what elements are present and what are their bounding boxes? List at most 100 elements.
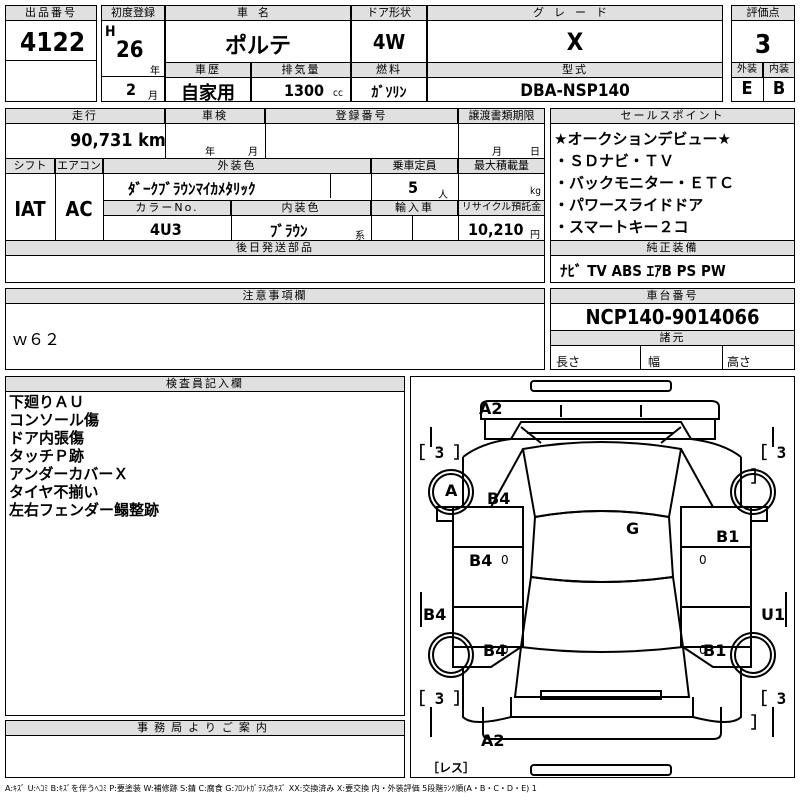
sales-label: セールスポイント: [550, 108, 795, 124]
inspector-note: タッチＰ跡: [9, 447, 85, 465]
displacement-value: 1300: [284, 81, 325, 100]
score-label: 評価点: [731, 5, 795, 21]
office-label: 事務局よりご案内: [5, 720, 405, 736]
car-diagram: A2 ［ 3 ］ ［ 3 ］ A B4 G B1 B4 B4 U1 B4 B1 …: [409, 376, 795, 778]
inspection-month-unit: 月: [248, 147, 258, 158]
mark-left-fender: B4: [487, 489, 511, 508]
inspector-note: アンダーカバーＸ: [9, 465, 129, 483]
legend: A:ｷｽﾞ U:ﾍｺﾐ B:ｷｽﾞを伴うﾍｺﾐ P:要塗装 W:補修跡 S:錆 …: [5, 784, 537, 793]
height-label: 高さ: [727, 355, 752, 369]
era: H: [105, 24, 116, 40]
grade-value: X: [566, 28, 584, 56]
sales-item: ★オークションデビュー★: [554, 130, 731, 148]
first-reg-box: [101, 5, 165, 102]
inspector-note: 左右フェンダー鳎整跡: [9, 501, 160, 519]
color-no-label: カラーNo.: [103, 200, 231, 216]
mark-zero-right: 0: [699, 553, 707, 567]
sales-item: ・スマートキー２コ: [554, 218, 689, 236]
mark-tire-rr: ［ 3 ］: [751, 689, 787, 732]
inspector-note: タイヤ不揃い: [9, 483, 99, 501]
exterior-label: 外装: [731, 62, 763, 78]
inspection-label: 車検: [165, 108, 265, 124]
inspector-note: 下廻りＡＵ: [9, 393, 85, 411]
inspector-note: ドア内張傷: [9, 429, 85, 447]
exterior-grade: E: [741, 78, 753, 99]
equipment-label: 純正装備: [550, 240, 795, 256]
specs-label: 諸元: [550, 330, 795, 346]
mark-rear-label: ［レス］: [427, 761, 476, 775]
mark-roof: G: [626, 519, 640, 538]
ext-color-label: 外装色: [103, 158, 371, 174]
recycle-unit: 円: [530, 230, 540, 241]
mark-wheel-fl: A: [445, 481, 458, 500]
recycle-value: 10,210: [468, 220, 524, 239]
int-color-value: ﾌﾞﾗｳﾝ: [270, 222, 308, 240]
equipment-value: ﾅﾋﾞ TV ABS ｴｱB PS PW: [560, 262, 726, 280]
history-value: 自家用: [181, 83, 235, 104]
reg-month: 2: [126, 80, 137, 99]
sales-item: ・パワースライドドア: [554, 196, 704, 214]
int-color-label: 内装色: [231, 200, 371, 216]
max-load-unit: kg: [530, 186, 541, 197]
mark-right-front: B1: [716, 527, 740, 546]
mark-left-front-door: B4: [469, 551, 493, 570]
width-label: 幅: [648, 355, 661, 369]
mark-rear-bumper: A2: [481, 731, 505, 750]
door-label: ドア形状: [351, 5, 427, 21]
transfer-label: 譲渡書類期限: [458, 108, 545, 124]
recycle-label: リサイクル預託金: [458, 200, 545, 216]
later-parts-label: 後日発送部品: [5, 240, 545, 256]
mark-tire-rl: ［ 3 ］: [409, 689, 470, 708]
door-type: 4W: [372, 30, 406, 54]
capacity-label: 乗車定員: [371, 158, 458, 174]
max-load-label: 最大積載量: [458, 158, 545, 174]
year-unit: 年: [150, 66, 160, 77]
mark-left-rear: B4: [483, 641, 507, 660]
import-label: 輸入車: [371, 200, 458, 216]
color-no-value: 4U3: [150, 220, 182, 239]
ext-color-value: ﾀﾞｰｸﾌﾞﾗｳﾝﾏｲｶﾒﾀﾘｯｸ: [128, 180, 256, 198]
sales-item: ・バックモニター・ＥＴＣ: [554, 174, 735, 192]
mileage-label: 走行: [5, 108, 165, 124]
car-outline: [420, 380, 787, 776]
mark-tire-fr: ［ 3 ］: [751, 443, 787, 486]
history-label: 車歴: [165, 62, 251, 78]
month-unit: 月: [148, 91, 158, 102]
mark-zero-left-rear: 0: [501, 643, 509, 657]
ac-label: エアコン: [55, 158, 103, 174]
inspector-label: 検査員記入欄: [5, 376, 405, 392]
fuel-value: ｶﾞｿﾘﾝ: [371, 85, 407, 101]
caution-label: 注意事項欄: [5, 288, 545, 304]
displacement-unit: cc: [333, 88, 343, 99]
ac-value: AC: [65, 197, 93, 221]
transfer-month-unit: 月: [492, 147, 502, 158]
inspector-notes: 下廻りＡＵ コンソール傷 ドア内張傷 タッチＰ跡 アンダーカバーＸ タイヤ不揃い…: [9, 393, 159, 519]
mark-left-rocker: B4: [423, 605, 447, 624]
int-color-suffix: 系: [355, 231, 365, 242]
first-reg-label: 初度登録: [101, 5, 165, 21]
chassis-number: NCP140-9014066: [585, 305, 760, 329]
length-label: 長さ: [556, 355, 581, 369]
lot-box: [5, 5, 97, 102]
model-value: DBA-NSP140: [520, 81, 630, 101]
lot-label: 出品番号: [5, 5, 97, 21]
interior-label: 内装: [763, 62, 795, 78]
mark-right-rocker: U1: [761, 605, 786, 624]
inspector-box: [5, 376, 405, 716]
reg-no-label: 登録番号: [265, 108, 458, 124]
chassis-label: 車台番号: [550, 288, 795, 304]
sales-item: ・ＳＤナビ・ＴＶ: [554, 152, 675, 170]
displacement-label: 排気量: [251, 62, 351, 78]
name-label: 車名: [165, 5, 351, 21]
capacity-unit: 人: [438, 190, 448, 201]
mark-right-rear: B1: [703, 641, 727, 660]
inspector-note: コンソール傷: [9, 411, 100, 429]
interior-grade: B: [772, 78, 786, 99]
capacity-value: 5: [408, 178, 419, 197]
car-name: ポルテ: [224, 34, 291, 59]
score-value: 3: [754, 30, 772, 60]
grade-label: グレード: [427, 5, 723, 21]
transfer-day-unit: 日: [530, 147, 540, 158]
caution-text: ｗ６２: [12, 330, 61, 349]
mark-zero-left: 0: [501, 553, 509, 567]
